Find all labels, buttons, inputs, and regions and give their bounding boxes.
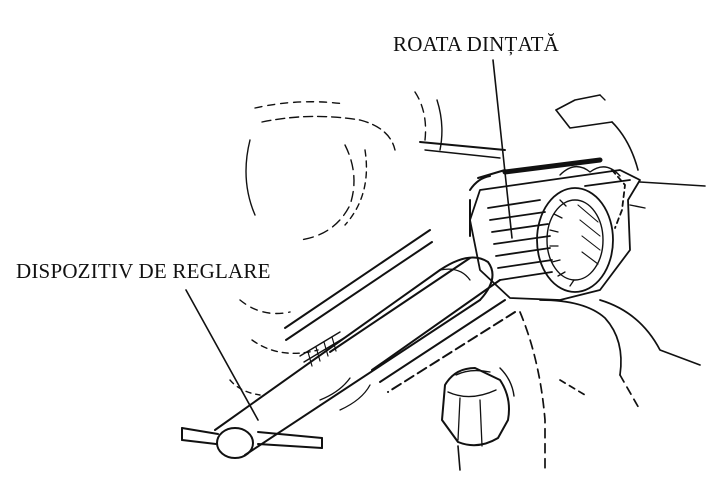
backing-plate-edges bbox=[469, 94, 706, 237]
leader-lines bbox=[185, 59, 513, 421]
adjusting-device-leader-line bbox=[185, 289, 259, 421]
adjuster-sleeve bbox=[284, 229, 516, 393]
adjusting-device-tool bbox=[181, 256, 494, 459]
gear-wheel-assembly bbox=[469, 166, 641, 301]
adjusting-device-label: DISPOZITIV DE REGLARE bbox=[16, 259, 271, 283]
gear-wheel-label: ROATA DINȚATĂ bbox=[393, 32, 559, 56]
hex-nut bbox=[441, 367, 515, 471]
background-outline bbox=[229, 91, 506, 396]
lower-housing bbox=[519, 299, 701, 471]
gear-wheel-leader-line bbox=[492, 59, 513, 239]
